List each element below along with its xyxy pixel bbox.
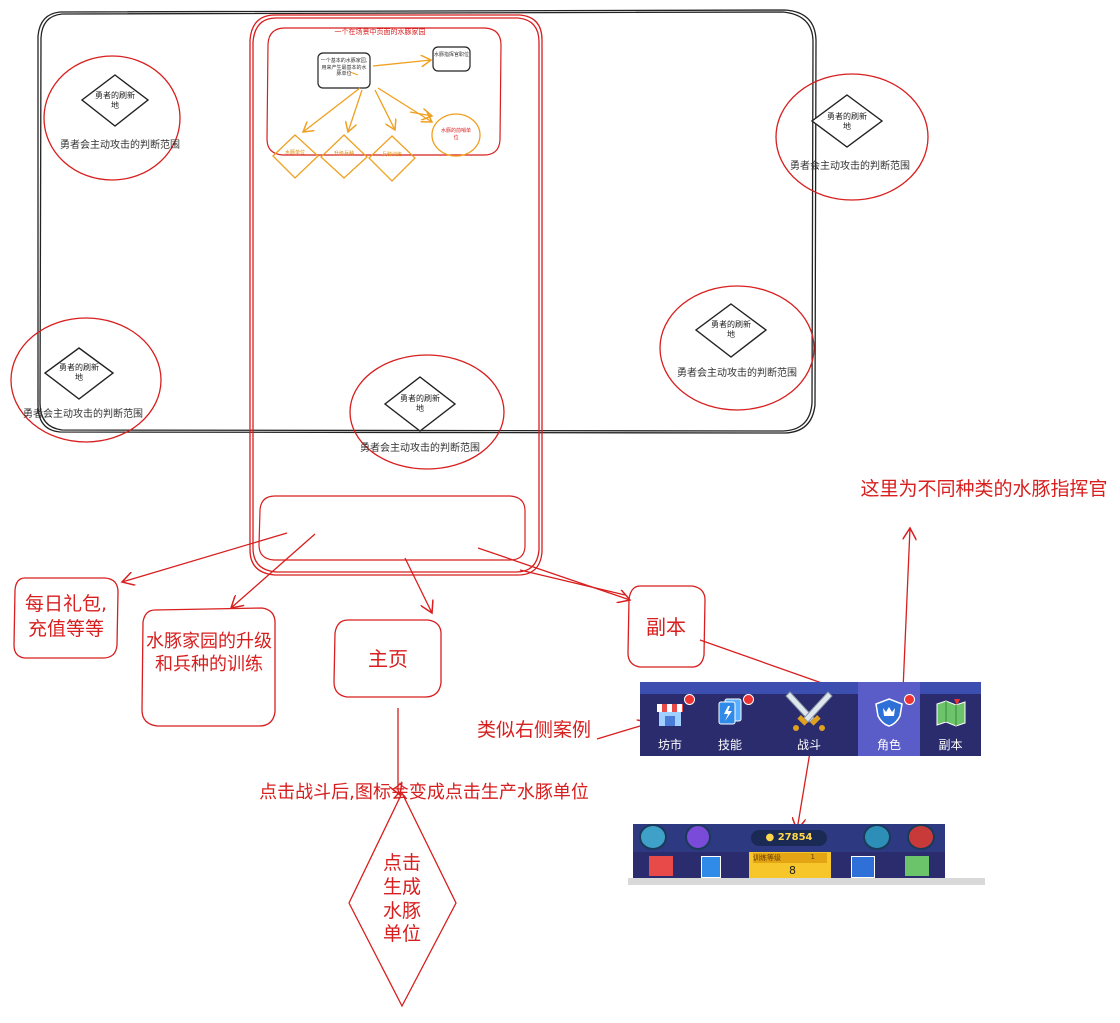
spawn-label-bc: 勇者的刷新地	[400, 394, 440, 414]
flow-outpost-circle	[431, 113, 481, 157]
daily-gift-label: 每日礼包,充值等等	[24, 593, 108, 640]
notification-dot	[684, 694, 695, 705]
spawn-bottom-center	[349, 354, 505, 470]
annotation-boxes	[13, 577, 706, 1008]
range-label-bl: 勇者会主动攻击的判断范围	[23, 409, 143, 420]
produce-unit-label: 点击生成水豚单位	[382, 852, 421, 946]
shop-icon[interactable]	[649, 856, 673, 876]
shield-icon	[875, 698, 903, 727]
spawn-label-tl: 勇者的刷新地	[95, 91, 135, 111]
spawn-top-left	[43, 55, 181, 181]
map-icon	[936, 699, 965, 727]
shop-icon	[657, 704, 683, 726]
range-label-bc: 勇者会主动攻击的判断范围	[360, 443, 480, 454]
flow-branch-1: 水豚单位	[284, 150, 305, 156]
flow-branch-2: 升级兵种	[333, 151, 354, 157]
skill-cards-icon	[718, 698, 742, 725]
tab-label: 坊市	[657, 738, 682, 752]
commander-note: 这里为不同种类的水豚指挥官	[860, 478, 1108, 500]
spawn-top-right	[775, 73, 929, 201]
bottom-nav-box	[258, 495, 526, 561]
produce-unit-button[interactable]: 训练等级 1 8	[749, 852, 831, 878]
game-tab-bar-produce: ● 27854 训练等级 1 8	[633, 824, 945, 878]
screenshot-bottom-strip	[628, 878, 985, 885]
main-page-label: 主页	[368, 647, 408, 671]
notification-dot	[904, 694, 915, 705]
similar-note: 类似右侧案例	[476, 719, 591, 741]
flow-outpost-text: 水豚的前哨单位	[440, 128, 471, 141]
tab-skills[interactable]: 技能	[700, 682, 760, 756]
flow-arrow-right	[372, 60, 431, 66]
spawn-mid-right	[659, 285, 815, 411]
tab-label: 角色	[876, 738, 901, 752]
tab-label: 副本	[938, 738, 963, 752]
skill-orb-icon[interactable]	[639, 824, 667, 850]
spawn-label-bl: 勇者的刷新地	[59, 363, 99, 383]
range-label-tr: 勇者会主动攻击的判断范围	[790, 161, 910, 172]
flow-center-text: 一个基本的水豚家园,用来产生最基本的水豚单位	[320, 58, 368, 77]
coin-counter: ● 27854	[751, 830, 827, 846]
spawn-bottom-left	[10, 317, 162, 443]
tab-dungeon[interactable]: 副本	[920, 682, 981, 756]
home-flow-title: 一个在场景中页面的水豚家园	[334, 28, 426, 36]
train-level-label: 训练等级	[753, 854, 781, 862]
train-level-value: 1	[810, 853, 815, 861]
notification-dot	[743, 694, 754, 705]
lightning-orb-icon[interactable]	[685, 824, 711, 850]
dungeon-label: 副本	[646, 615, 686, 639]
spawn-label-mr: 勇者的刷新地	[711, 320, 751, 340]
train-level-bar: 训练等级 1	[753, 853, 827, 863]
skill-cards-icon[interactable]	[701, 856, 721, 878]
tap-battle-note: 点击战斗后,图标会变成点击生产水豚单位	[259, 782, 589, 803]
flow-right-text: 水豚指挥官职位	[434, 52, 470, 58]
flow-right-node	[432, 46, 471, 72]
home-flow-box	[266, 27, 502, 156]
tab-label: 战斗	[796, 738, 821, 752]
home-upgrade-label: 水豚家园的升级和兵种的训练	[146, 631, 272, 676]
tab-shop[interactable]: 坊市	[640, 682, 700, 756]
flow-branch-arrows	[303, 87, 432, 132]
map-icon[interactable]	[905, 856, 929, 876]
flow-center-node	[317, 52, 371, 89]
game-tab-bar: 坊市 技能 战斗 角色 副本	[640, 682, 981, 756]
map-area	[37, 9, 817, 434]
shield-icon[interactable]	[851, 856, 875, 878]
flow-arrow-up	[349, 71, 359, 76]
range-label-tl: 勇者会主动攻击的判断范围	[60, 140, 180, 151]
tab-label: 技能	[717, 738, 742, 752]
red-orb-icon[interactable]	[907, 824, 935, 850]
phone-frame	[249, 14, 543, 576]
flow-branch-3: 兵种训练	[381, 152, 402, 158]
range-label-mr: 勇者会主动攻击的判断范围	[677, 368, 797, 379]
coin-value: 27854	[777, 832, 813, 843]
globe-orb-icon[interactable]	[863, 824, 891, 850]
tab-role[interactable]: 角色	[858, 682, 920, 756]
crossed-swords-icon	[785, 691, 833, 731]
spawn-label-tr: 勇者的刷新地	[827, 112, 867, 132]
tab-battle[interactable]: 战斗	[760, 682, 858, 756]
unit-count: 8	[789, 864, 796, 877]
flow-branch-diamonds	[272, 134, 416, 182]
